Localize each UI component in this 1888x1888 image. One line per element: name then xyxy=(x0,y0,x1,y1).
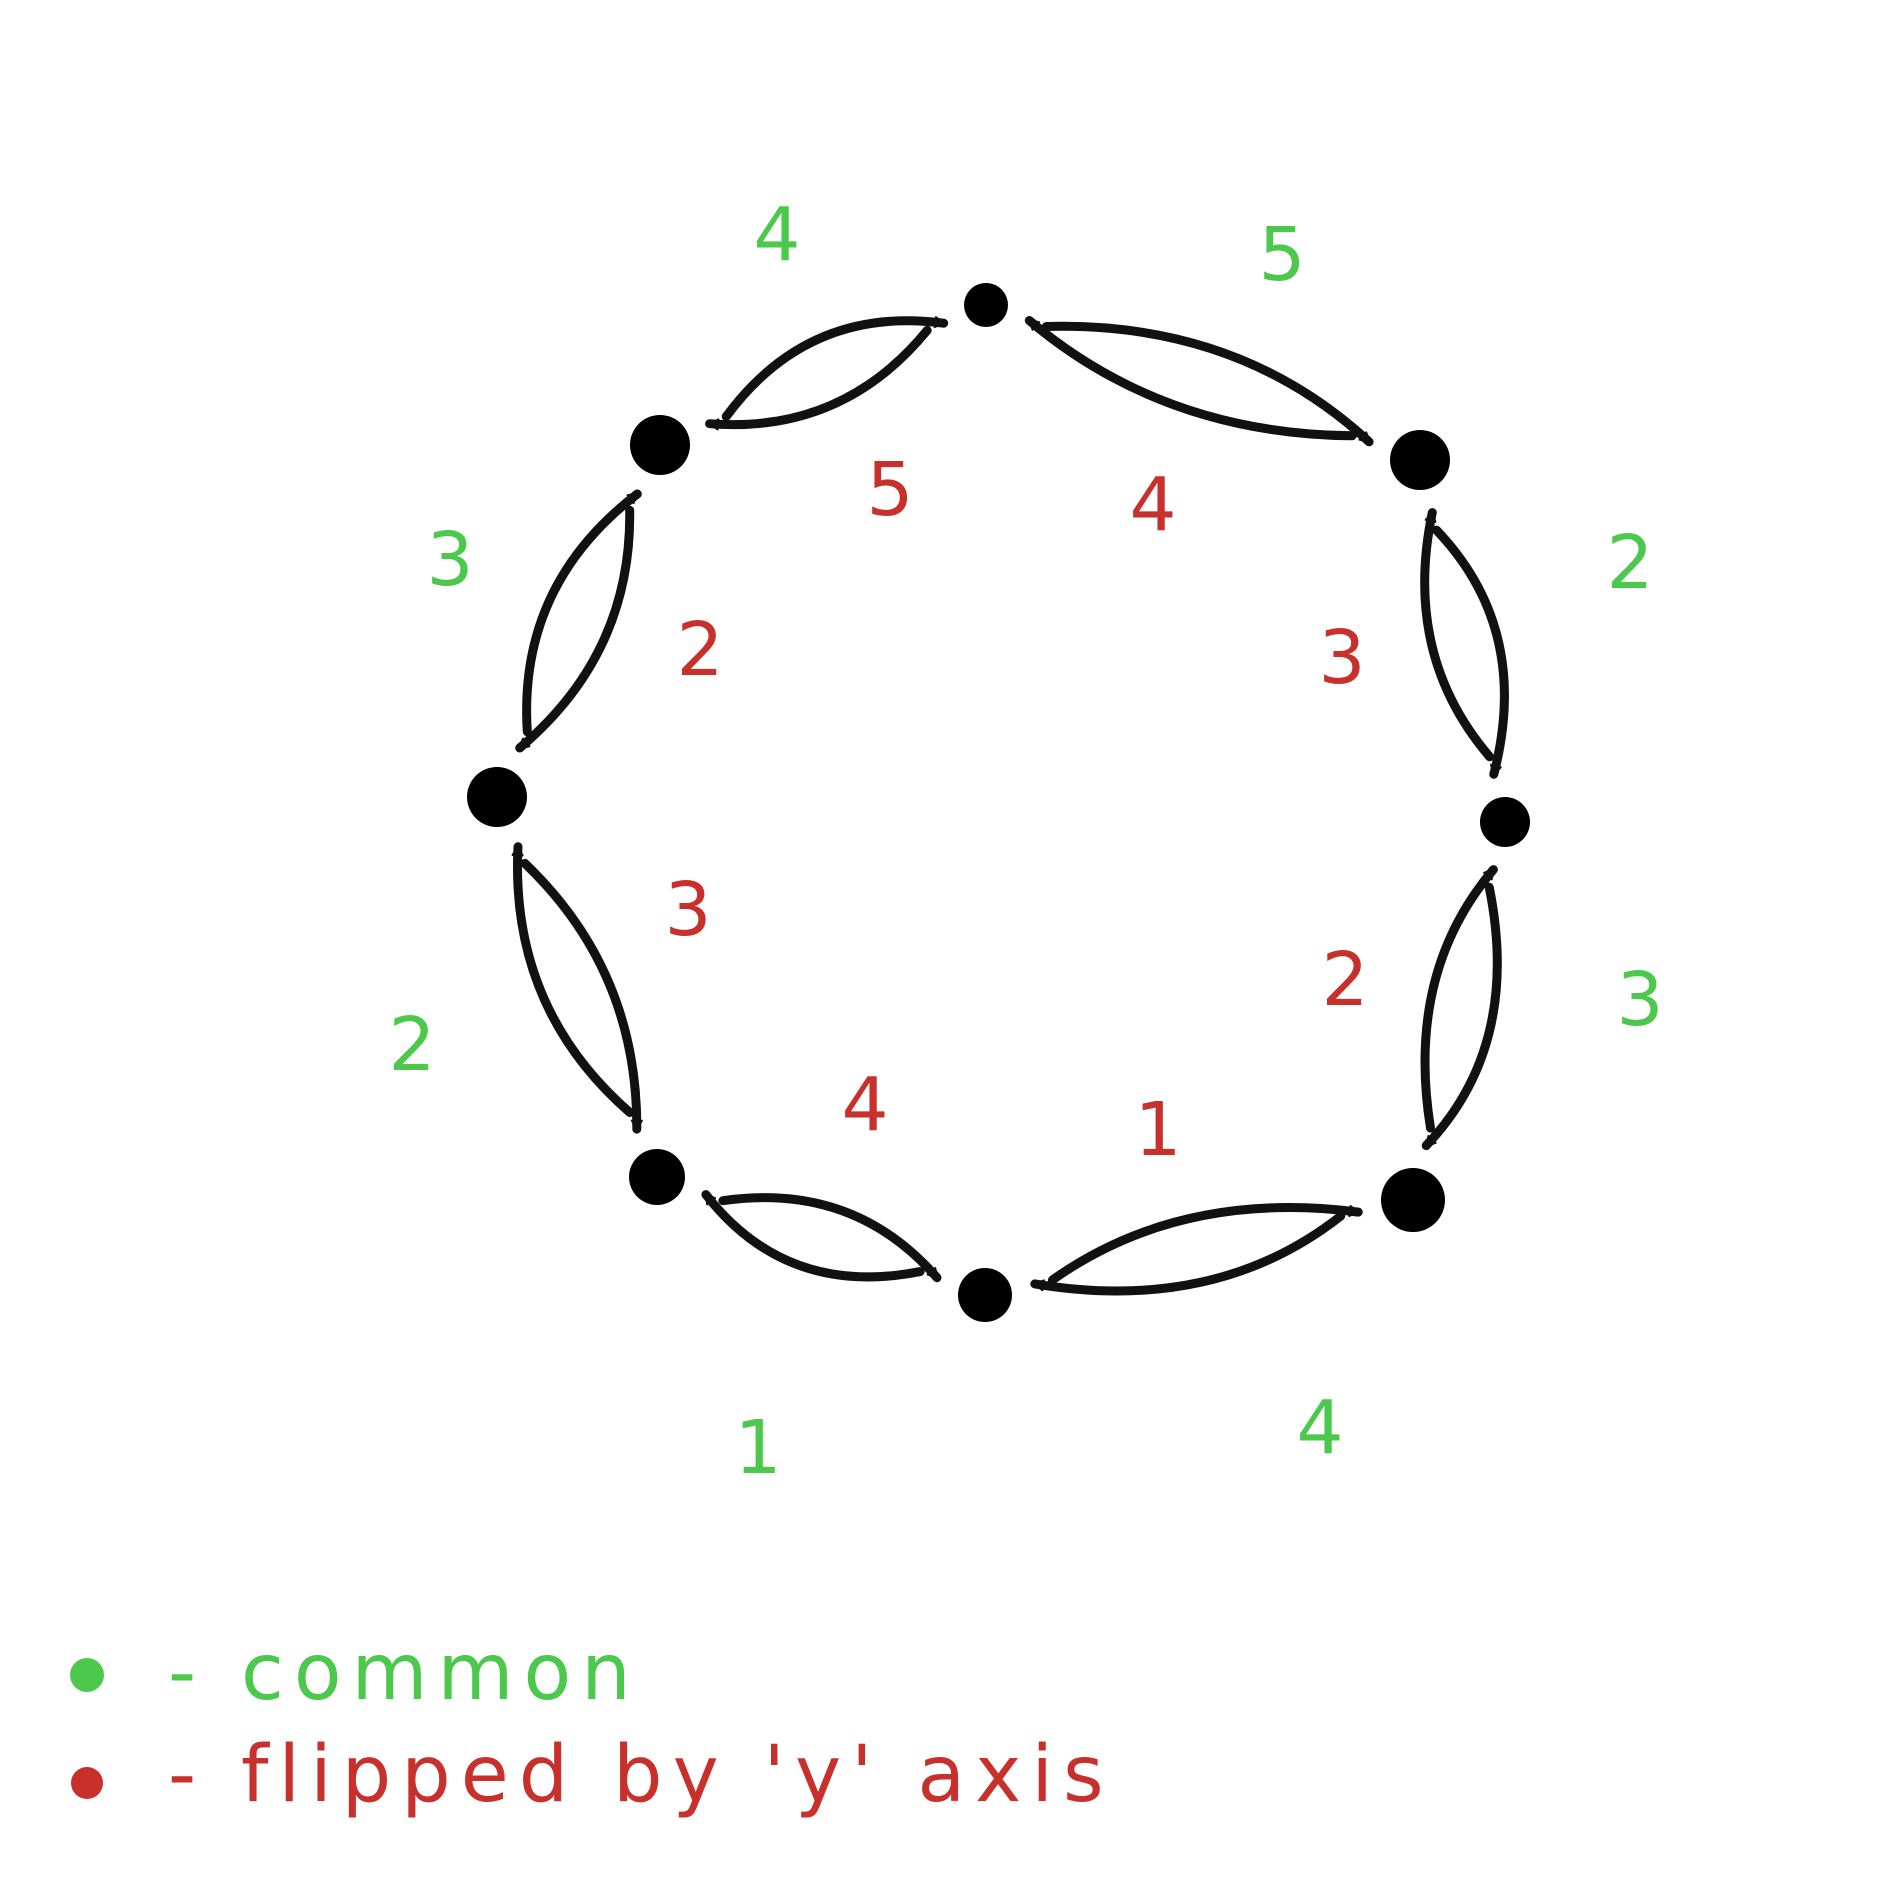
edge-label-right-to-lower-right: 3 xyxy=(1616,957,1663,1043)
edge-upper-left-to-top xyxy=(721,316,949,422)
edge-top-to-upper-right xyxy=(1041,321,1374,447)
node-lower-left xyxy=(629,1149,685,1205)
node-upper-left xyxy=(630,415,690,475)
node-top xyxy=(964,283,1008,327)
edge-upper-left-to-left xyxy=(515,505,635,753)
edge-label-left-to-lower-left: 3 xyxy=(664,867,711,953)
edge-left-to-upper-left xyxy=(522,489,642,737)
label-layer: 4 5 5 4 2 3 3 2 4 1 1 4 2 3 3 2 xyxy=(388,192,1663,1491)
node-upper-right xyxy=(1390,430,1450,490)
edge-bottom-to-lower-left xyxy=(701,1190,925,1282)
edge-label-top-to-upper-right: 5 xyxy=(1258,212,1305,298)
legend-common-label: - common xyxy=(168,1628,641,1718)
edge-upper-right-to-top xyxy=(1024,316,1357,441)
edge-lower-right-to-bottom xyxy=(1030,1211,1346,1296)
edge-label-upper-left-to-left: 2 xyxy=(676,607,723,693)
legend-common-marker xyxy=(70,1658,104,1692)
edge-lower-left-to-bottom xyxy=(718,1193,942,1283)
edge-layer xyxy=(511,316,1509,1296)
edge-left-to-lower-left xyxy=(520,858,643,1134)
node-layer xyxy=(467,283,1530,1322)
edge-lower-left-to-left xyxy=(511,842,635,1117)
legend: - common - flipped by 'y' axis xyxy=(70,1628,1114,1820)
node-lower-right xyxy=(1381,1168,1445,1232)
edge-label-upper-left-to-top: 4 xyxy=(753,192,800,278)
edge-label-bottom-to-lower-right: 1 xyxy=(1134,1087,1181,1173)
edge-label-lower-right-to-right: 2 xyxy=(1321,937,1368,1023)
legend-flipped-label: - flipped by 'y' axis xyxy=(168,1730,1114,1820)
edge-label-left-to-upper-left: 3 xyxy=(426,517,473,603)
node-left xyxy=(467,767,527,827)
edge-label-top-to-upper-left: 5 xyxy=(866,447,913,533)
edge-right-to-lower-right xyxy=(1421,882,1502,1151)
legend-flipped-marker xyxy=(71,1767,103,1799)
edge-label-bottom-to-lower-left: 1 xyxy=(734,1405,781,1491)
edge-upper-right-to-right xyxy=(1432,525,1509,779)
edge-label-lower-left-to-bottom: 4 xyxy=(841,1062,888,1148)
edge-label-lower-right-to-bottom: 4 xyxy=(1296,1385,1343,1471)
edge-top-to-upper-left xyxy=(705,325,932,431)
edge-bottom-to-lower-right xyxy=(1047,1203,1363,1285)
edge-right-to-upper-right xyxy=(1420,508,1495,762)
edge-label-upper-right-to-right: 2 xyxy=(1606,520,1653,606)
node-right xyxy=(1480,797,1530,847)
edge-label-upper-right-to-top: 4 xyxy=(1129,462,1176,548)
edge-lower-right-to-right xyxy=(1420,865,1498,1133)
edge-label-lower-left-to-left: 2 xyxy=(388,1002,435,1088)
node-bottom xyxy=(958,1268,1012,1322)
edge-label-right-to-upper-right: 3 xyxy=(1318,615,1365,701)
